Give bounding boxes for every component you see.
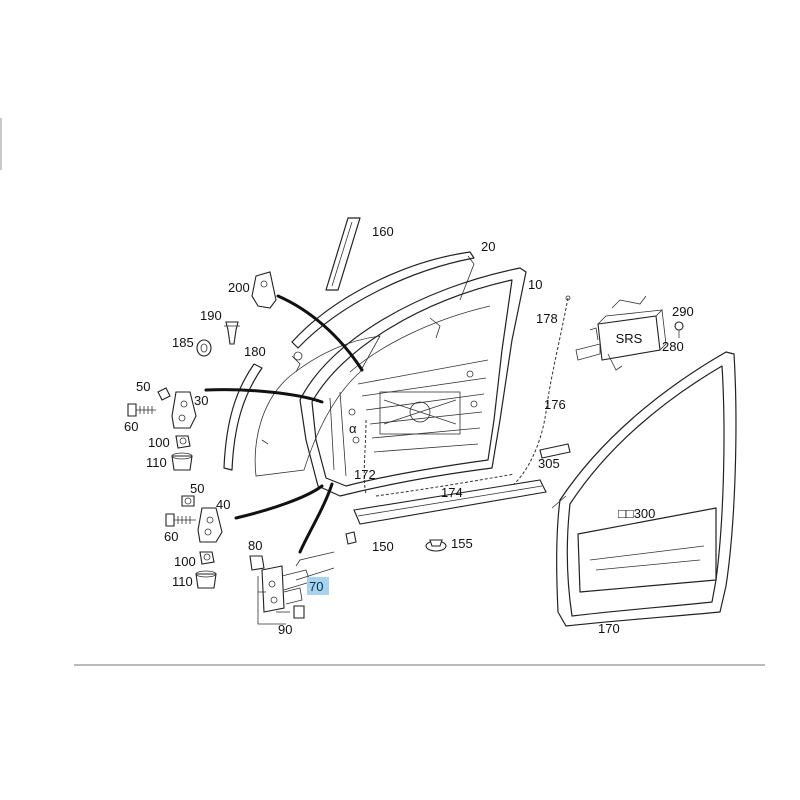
callout-174[interactable]: 174: [441, 485, 463, 500]
left-edge-marker: [0, 118, 2, 170]
callout-180[interactable]: 180: [244, 344, 266, 359]
part-178-cable[interactable]: [511, 295, 571, 487]
callout-155[interactable]: 155: [451, 536, 473, 551]
callout-110-upper[interactable]: 110: [146, 455, 167, 470]
part-20-window-frame-seal[interactable]: [291, 251, 475, 349]
callout-200[interactable]: 200: [228, 280, 250, 295]
srs-label: SRS: [616, 331, 643, 346]
part-80-check-nut[interactable]: [249, 555, 265, 571]
part-100-lower-nut[interactable]: [199, 551, 215, 565]
part-50-lower-bolt[interactable]: [181, 495, 195, 507]
callout-60-lower[interactable]: 60: [164, 529, 178, 544]
callout-70-highlight: [307, 577, 329, 595]
part-280-srs-module[interactable]: SRS: [575, 295, 667, 371]
callout-40[interactable]: 40: [216, 497, 230, 512]
callout-176[interactable]: 176: [544, 397, 566, 412]
part-170-door-seal[interactable]: □□300: [551, 351, 737, 627]
callout-172[interactable]: 172: [354, 467, 376, 482]
window-glass: [254, 335, 381, 477]
part-70-door-check[interactable]: [261, 551, 335, 613]
callout-185[interactable]: 185: [172, 335, 194, 350]
callout-50-upper[interactable]: 50: [136, 379, 150, 394]
callout-70[interactable]: 70: [309, 579, 323, 594]
callout-50-lower[interactable]: 50: [190, 481, 204, 496]
callout-305[interactable]: 305: [538, 456, 560, 471]
assembly-leader-lines: [204, 294, 364, 554]
callout-190[interactable]: 190: [200, 308, 222, 323]
callout-10[interactable]: 10: [528, 277, 542, 292]
part-155-cap[interactable]: [425, 539, 447, 552]
part-10-door-shell[interactable]: [291, 267, 527, 497]
callout-100-upper[interactable]: 100: [148, 435, 170, 450]
part-180-window-channel[interactable]: [223, 363, 263, 471]
callout-80[interactable]: 80: [248, 538, 262, 553]
callout-290[interactable]: 290: [672, 304, 694, 319]
part-185-grommet[interactable]: [196, 339, 212, 357]
callout-110-lower[interactable]: 110: [172, 574, 193, 589]
part-150-sill-molding[interactable]: [345, 479, 547, 545]
part-305-pad[interactable]: [539, 443, 571, 459]
callout-90[interactable]: 90: [278, 622, 292, 637]
alpha-mark: α: [349, 421, 357, 436]
part-110-lower-bushing[interactable]: [195, 570, 217, 589]
callout-160[interactable]: 160: [372, 224, 394, 239]
part-60-lower-screw[interactable]: [165, 513, 196, 527]
callout-30[interactable]: 30: [194, 393, 208, 408]
callout-178[interactable]: 178: [536, 311, 558, 326]
callout-100-lower[interactable]: 100: [174, 554, 196, 569]
part-90-check-screw[interactable]: [276, 605, 305, 619]
callout-150[interactable]: 150: [372, 539, 394, 554]
part-172-lower-seal[interactable]: [363, 419, 367, 495]
seal-panel-label: □□300: [618, 506, 655, 521]
part-110-upper-bushing[interactable]: [171, 452, 193, 471]
part-50-upper-bolt[interactable]: [157, 387, 171, 401]
part-100-upper-nut[interactable]: [175, 435, 191, 449]
part-160-quarter-trim[interactable]: [325, 217, 361, 291]
callout-170[interactable]: 170: [598, 621, 620, 636]
callout-280[interactable]: 280: [662, 339, 684, 354]
part-190-clip[interactable]: [224, 321, 240, 345]
callout-labels: 160 20 10 200 190 185 180 50 30 60 100 1…: [124, 224, 694, 637]
part-174-sill-seal[interactable]: [375, 473, 515, 497]
part-290-srs-screw[interactable]: [674, 321, 684, 338]
part-200-upper-bracket[interactable]: [251, 271, 277, 309]
part-30-upper-hinge[interactable]: [171, 391, 197, 429]
part-90-bracket-line: [257, 576, 286, 625]
part-40-lower-hinge[interactable]: [197, 507, 223, 543]
callout-20[interactable]: 20: [481, 239, 495, 254]
callout-60-upper[interactable]: 60: [124, 419, 138, 434]
part-60-upper-screw[interactable]: [127, 403, 156, 417]
